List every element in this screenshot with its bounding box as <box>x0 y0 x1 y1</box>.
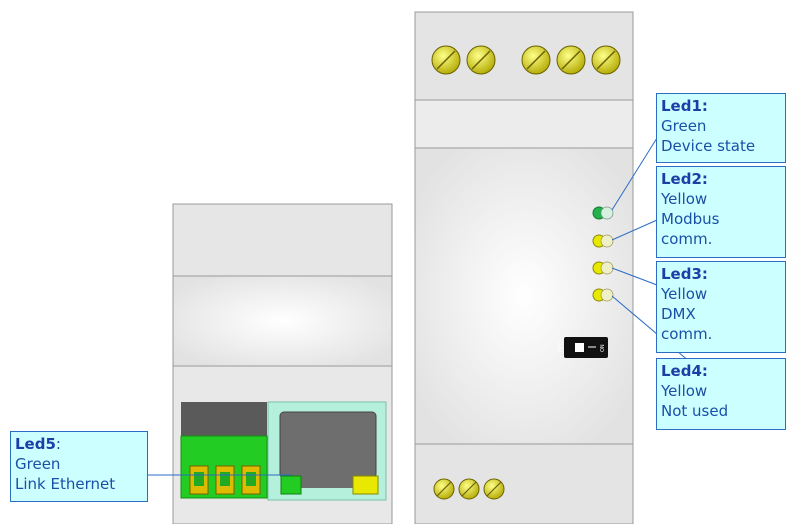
led1-color: Green <box>661 116 781 136</box>
led3-description-1: DMX <box>661 304 781 324</box>
led5-title-wrap: Led5: <box>15 434 143 454</box>
ethernet-port <box>268 402 386 500</box>
led2-title: Led2: <box>661 169 781 189</box>
led4-title: Led4: <box>661 361 781 381</box>
led4-callout: Led4: Yellow Not used <box>656 358 786 430</box>
switch-off-label: OFF <box>558 342 564 352</box>
led3-callout: Led3: Yellow DMX comm. <box>656 261 786 353</box>
led3-description-2: comm. <box>661 324 781 344</box>
led3-color: Yellow <box>661 284 781 304</box>
led4-color: Yellow <box>661 381 781 401</box>
power-terminal <box>181 402 267 498</box>
led5-title: Led5 <box>15 435 56 453</box>
led1-description: Device state <box>661 136 781 156</box>
switch-on-label: ON <box>600 344 606 352</box>
led5-description: Link Ethernet <box>15 474 143 494</box>
led5-green <box>281 476 301 494</box>
led2-callout: Led2: Yellow Modbus comm. <box>656 166 786 258</box>
led1-callout: Led1: Green Device state <box>656 93 786 163</box>
led5-title-colon: : <box>56 435 61 453</box>
bottom-screws <box>434 479 504 499</box>
led4-description: Not used <box>661 401 781 421</box>
led5-color: Green <box>15 454 143 474</box>
led2-description-1: Modbus <box>661 209 781 229</box>
led1-title: Led1: <box>661 96 781 116</box>
upper-band <box>415 100 633 148</box>
led3-title: Led3: <box>661 264 781 284</box>
led5-callout: Led5: Green Link Ethernet <box>10 431 148 502</box>
left-module <box>173 204 392 524</box>
led2-color: Yellow <box>661 189 781 209</box>
right-module <box>415 12 633 524</box>
led2-description-2: comm. <box>661 229 781 249</box>
